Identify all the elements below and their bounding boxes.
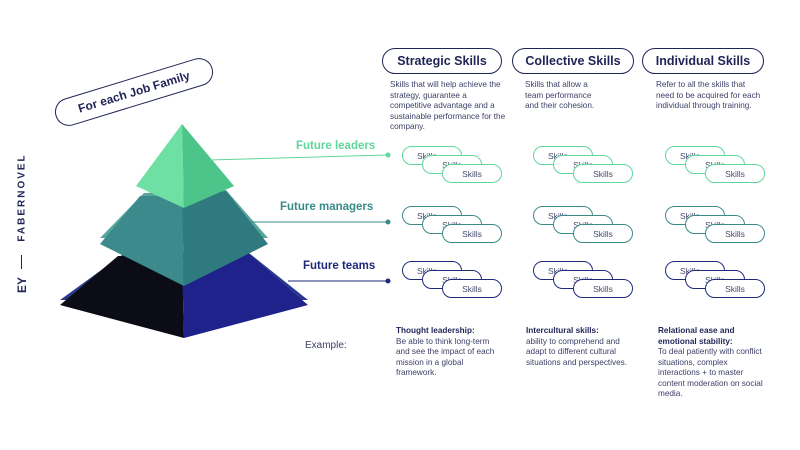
column-description-strategic: Skills that will help achieve the strate… xyxy=(390,80,506,131)
skill-chip-leaders-strategic: Skills xyxy=(442,164,502,183)
level-label-leaders: Future leaders xyxy=(296,140,376,152)
pyramid-middle-left xyxy=(100,196,184,286)
skill-chip-leaders-individual: Skills xyxy=(705,164,765,183)
level-label-teams: Future teams xyxy=(303,260,376,272)
example-collective-title: Intercultural skills: xyxy=(526,326,599,335)
pyramid-top-left xyxy=(136,124,184,208)
example-collective-text: ability to comprehend and adapt to diffe… xyxy=(526,336,628,367)
pyramid-bottom-right xyxy=(182,250,308,338)
pyramid-top-right xyxy=(182,124,234,208)
column-header-individual: Individual Skills xyxy=(642,48,764,74)
example-strategic-title: Thought leadership: xyxy=(396,326,475,335)
connector-dot-teams xyxy=(385,278,391,284)
connector-leaders xyxy=(209,154,389,161)
column-header-strategic: Strategic Skills xyxy=(382,48,502,74)
skill-chip-leaders-collective: Skills xyxy=(573,164,633,183)
pyramid-middle-right xyxy=(182,191,268,286)
skill-chip-teams-strategic: Skills xyxy=(442,279,502,298)
connector-dot-managers xyxy=(385,219,391,225)
example-label: Example: xyxy=(305,340,347,351)
example-individual: Relational ease and emotional stability:… xyxy=(658,326,766,400)
level-label-managers: Future managers xyxy=(280,201,374,213)
connector-dot-leaders xyxy=(385,152,391,158)
column-header-collective: Collective Skills xyxy=(512,48,634,74)
brand-divider xyxy=(21,255,22,269)
skill-chip-managers-individual: Skills xyxy=(705,224,765,243)
example-individual-text: To deal patiently with conflict situatio… xyxy=(658,347,763,398)
skill-chip-teams-collective: Skills xyxy=(573,279,633,298)
skill-chip-managers-collective: Skills xyxy=(573,224,633,243)
pyramid-bottom-left xyxy=(60,256,184,338)
skill-chip-teams-individual: Skills xyxy=(705,279,765,298)
column-description-individual: Refer to all the skills that need to be … xyxy=(656,80,761,110)
example-individual-title: Relational ease and emotional stability: xyxy=(658,326,735,346)
column-description-collective: Skills that allow a team performance and… xyxy=(525,80,595,110)
skill-chip-managers-strategic: Skills xyxy=(442,224,502,243)
example-collective: Intercultural skills: ability to compreh… xyxy=(526,326,630,368)
example-strategic: Thought leadership: Be able to think lon… xyxy=(396,326,504,379)
example-strategic-text: Be able to think long-term and see the i… xyxy=(396,336,495,378)
